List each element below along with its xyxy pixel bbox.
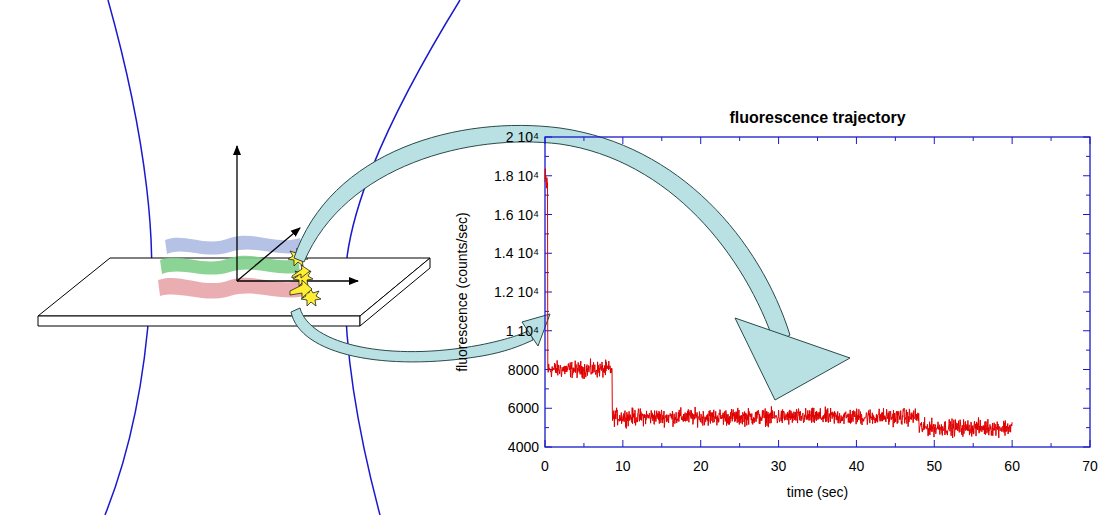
tick [622, 440, 623, 447]
x-axis-label: time (sec) [787, 485, 848, 499]
axis-arrow [237, 280, 358, 281]
x-tick-label: 40 [849, 459, 865, 473]
tick [622, 137, 623, 144]
x-tick-label: 50 [926, 459, 942, 473]
tick [545, 175, 552, 176]
tick [1086, 272, 1090, 273]
y-tick-label: 1 10⁴ [506, 324, 539, 338]
tick [895, 443, 896, 447]
tick [1083, 175, 1090, 176]
curved-arrow [294, 125, 790, 345]
molecule [165, 236, 302, 255]
tick [583, 137, 584, 141]
tick [1086, 388, 1090, 389]
tick [1083, 408, 1090, 409]
y-tick-label: 6000 [508, 401, 539, 415]
tick [545, 272, 549, 273]
tick [1083, 137, 1090, 138]
tick [583, 443, 584, 447]
y-tick-label: 1.6 10⁴ [494, 208, 539, 222]
tick [895, 137, 896, 141]
tick [778, 440, 779, 447]
tick [661, 137, 662, 141]
tick [1051, 443, 1052, 447]
tick [778, 137, 779, 144]
y-tick-label: 8000 [508, 363, 539, 377]
arrow-head [735, 318, 850, 400]
tick [661, 443, 662, 447]
tick [545, 408, 552, 409]
tick [934, 440, 935, 447]
tick [856, 440, 857, 447]
plot-frame [545, 137, 1090, 447]
tick [545, 292, 552, 293]
tick [700, 137, 701, 144]
tick [1086, 233, 1090, 234]
tick [545, 350, 549, 351]
tick [545, 330, 552, 331]
slide-front [38, 316, 360, 326]
fluorescence-trace [545, 169, 1012, 438]
tick [1012, 137, 1013, 144]
tick [973, 137, 974, 141]
y-axis-label: fluorescence (counts/sec) [455, 212, 469, 372]
x-tick-label: 20 [693, 459, 709, 473]
tick [545, 427, 549, 428]
tick [1090, 137, 1091, 144]
tick [545, 195, 549, 196]
x-tick-label: 70 [1082, 459, 1098, 473]
tick [1083, 369, 1090, 370]
tick [1012, 440, 1013, 447]
tick [1051, 137, 1052, 141]
y-tick-label: 4000 [508, 440, 539, 454]
tick [1083, 447, 1090, 448]
tick [545, 233, 549, 234]
y-tick-label: 2 10⁴ [506, 130, 539, 144]
tick [1086, 311, 1090, 312]
tick [817, 137, 818, 141]
tick [1090, 440, 1091, 447]
slide-side [360, 258, 430, 326]
tick [739, 443, 740, 447]
tick [1086, 195, 1090, 196]
tick [1083, 214, 1090, 215]
tick [545, 137, 546, 144]
chart-title: fluorescence trajectory [729, 110, 905, 126]
axis-arrow [237, 228, 300, 281]
x-tick-label: 30 [771, 459, 787, 473]
tick [1086, 427, 1090, 428]
tick [817, 443, 818, 447]
tick [1086, 350, 1090, 351]
axis-arrow [236, 146, 237, 281]
tick [545, 253, 552, 254]
tick [545, 388, 549, 389]
tick [545, 447, 552, 448]
tick [1086, 156, 1090, 157]
curved-arrow [291, 308, 533, 362]
tick [1083, 292, 1090, 293]
tick [856, 137, 857, 144]
tick [1083, 253, 1090, 254]
y-tick-label: 1.2 10⁴ [494, 285, 539, 299]
tick [545, 214, 552, 215]
tick [739, 137, 740, 141]
molecule [160, 256, 300, 275]
y-tick-label: 1.4 10⁴ [494, 246, 539, 260]
tick [1083, 330, 1090, 331]
x-tick-label: 0 [541, 459, 549, 473]
tick [545, 137, 552, 138]
x-tick-label: 10 [615, 459, 631, 473]
tick [545, 440, 546, 447]
x-tick-label: 60 [1004, 459, 1020, 473]
tick [545, 311, 549, 312]
tick [700, 440, 701, 447]
tick [934, 137, 935, 144]
tick [545, 156, 549, 157]
y-tick-label: 1.8 10⁴ [494, 169, 539, 183]
tick [973, 443, 974, 447]
